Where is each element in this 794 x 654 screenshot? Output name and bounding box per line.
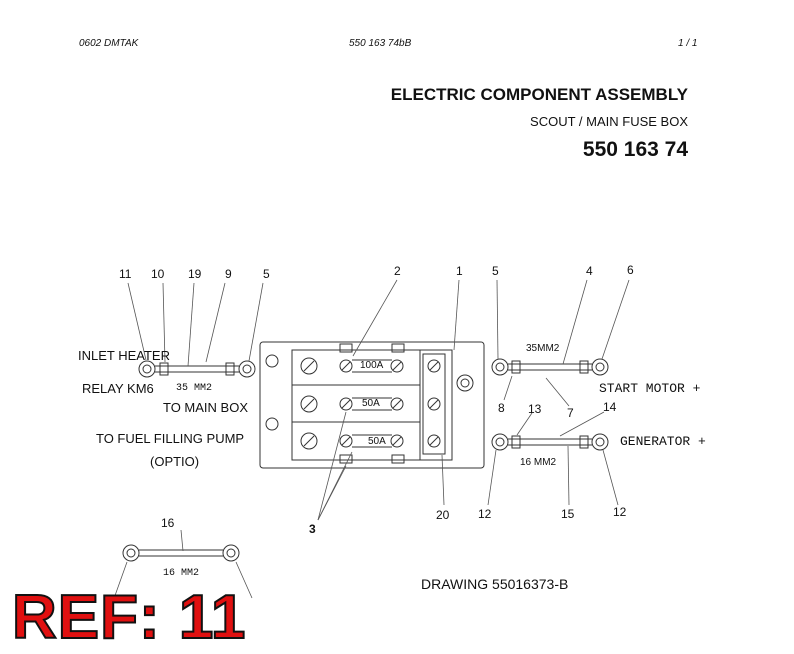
- part-number: 550 163 74: [582, 138, 688, 161]
- fuse-label-1: 100A: [360, 360, 384, 371]
- callout-12-left: 12: [478, 507, 492, 521]
- fuse-label-3: 50A: [368, 436, 386, 447]
- left-cable-label: 35 MM2: [176, 383, 213, 394]
- leader-lines: [111, 279, 630, 605]
- callout-20: 20: [436, 508, 450, 522]
- fuse-box-inner: [291, 349, 453, 461]
- callout-15: 15: [561, 507, 575, 521]
- callout-10: 10: [151, 267, 165, 281]
- start-cable: [491, 358, 609, 376]
- fuse-box-frame: [259, 341, 485, 469]
- callout-14: 14: [603, 400, 617, 414]
- mount-hole: [265, 417, 279, 431]
- callout-3: 3: [309, 522, 316, 536]
- drawing-number: DRAWING 55016373-B: [421, 576, 569, 592]
- callout-2: 2: [394, 264, 401, 278]
- callout-11: 11: [119, 267, 132, 281]
- fuse-row-2: [300, 395, 404, 413]
- callout-5-left: 5: [263, 267, 270, 281]
- mount-hole: [265, 354, 279, 368]
- callout-5-right: 5: [492, 264, 499, 278]
- callout-12-right: 12: [613, 505, 627, 519]
- callout-4: 4: [586, 264, 593, 278]
- callout-7: 7: [567, 406, 574, 420]
- page-title: ELECTRIC COMPONENT ASSEMBLY: [390, 85, 688, 104]
- callout-8: 8: [498, 401, 505, 415]
- page-indicator: 1 / 1: [678, 38, 698, 49]
- fuse-row-3: [300, 432, 405, 464]
- fuse-row-1: [300, 343, 405, 375]
- header-left-code: 0602 DMTAK: [79, 38, 139, 49]
- header-center-code: 550 163 74bB: [349, 38, 412, 49]
- relay-label: RELAY KM6: [82, 381, 154, 396]
- left-cable: [138, 360, 256, 378]
- callout-9: 9: [225, 267, 232, 281]
- callout-13: 13: [528, 402, 542, 416]
- fuel-pump-label: TO FUEL FILLING PUMP: [96, 431, 245, 446]
- callout-19: 19: [188, 267, 202, 281]
- to-main-box-label: TO MAIN BOX: [163, 400, 248, 415]
- inlet-heater-label: INLET HEATER: [78, 348, 170, 363]
- callout-6: 6: [627, 263, 634, 277]
- ref-label: REF: 11: [11, 582, 247, 653]
- start-motor-label: START MOTOR +: [599, 381, 701, 396]
- bus-bar: [422, 353, 446, 455]
- optio-label: (OPTIO): [150, 454, 200, 469]
- generator-label: GENERATOR +: [620, 434, 706, 449]
- callout-16: 16: [161, 516, 175, 530]
- start-cable-label: 35MM2: [526, 343, 560, 354]
- spare-cable: [122, 544, 240, 562]
- page-subtitle: SCOUT / MAIN FUSE BOX: [530, 114, 688, 129]
- generator-cable: [491, 433, 609, 451]
- gen-cable-label: 16 MM2: [520, 457, 557, 468]
- callout-1: 1: [456, 264, 463, 278]
- spare-cable-label: 16 MM2: [163, 568, 200, 579]
- fuse-label-2: 50A: [362, 398, 380, 409]
- mount-hole: [456, 374, 474, 392]
